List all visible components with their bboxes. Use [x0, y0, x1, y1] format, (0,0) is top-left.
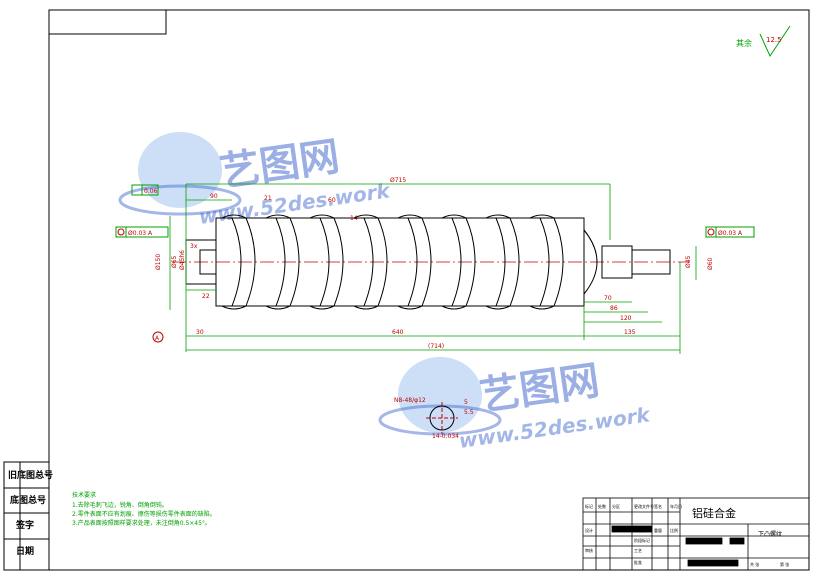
dim-right-dia2: Ø45: [685, 255, 692, 268]
tb-cell-13: 批准: [634, 559, 642, 565]
dim-right-70: 70: [604, 295, 612, 302]
side-label-3: 日期: [16, 545, 34, 557]
dim-right-86: 86: [610, 305, 618, 312]
dim-tooth: 14: [350, 215, 358, 222]
tb-cell-8: 阶段标记: [634, 537, 650, 543]
notes-line-2: 3.产品表面按照图样要求处理，未注倒角0.5×45°。: [72, 519, 211, 527]
tb-cell-12: 工艺: [634, 548, 642, 553]
side-label-column: 旧底图总号 底图总号 签字 日期: [3, 461, 53, 571]
runout-right: Ø0.03 A: [718, 230, 743, 237]
tb-cell-0: 标记: [585, 503, 593, 509]
side-label-1: 底图总号: [10, 494, 46, 506]
dim-right-end: 135: [624, 329, 636, 336]
notes-line-1: 2.零件表面不应有划痕、擦伤等损伤零件表面的缺陷。: [72, 510, 216, 518]
dim-top-21: 21: [264, 195, 272, 202]
side-label-2: 签字: [15, 519, 34, 531]
dim-right-120: 120: [620, 315, 632, 322]
tb-cell-1: 处数: [598, 503, 606, 509]
tb-cell-14: 共 张: [750, 561, 759, 567]
tb-cell-7: 标准化: [634, 527, 646, 533]
dim-left-dia: Ø150: [155, 254, 162, 270]
dim-pitch: 60: [328, 197, 336, 204]
dim-chamfer: 3x: [190, 243, 198, 250]
dim-top-90: 90: [210, 193, 218, 200]
tb-cell-6: 设计: [585, 527, 593, 533]
side-label-0: 旧底图总号: [8, 469, 53, 481]
shaft-drawing: [172, 214, 690, 310]
tb-cell-15: 第 张: [780, 561, 789, 567]
outer-frame: [48, 9, 810, 571]
dim-thread-length: 640: [392, 329, 404, 336]
tb-cell-4: 签名: [654, 503, 662, 509]
dim-overall: Ø715: [390, 177, 406, 184]
dim-total-length: (714): [428, 343, 444, 350]
tb-cell-2: 分区: [612, 503, 620, 509]
dim-right-dia: Ø60: [707, 257, 714, 270]
tb-cell-3: 更改文件号: [634, 503, 654, 509]
surface-finish-label: 其余: [736, 38, 752, 48]
dim-left-dia2: Ø65: [171, 255, 178, 268]
title-block: [582, 497, 810, 571]
notes-title: 技术要求: [72, 491, 96, 499]
material-label: 铝硅合金: [692, 506, 736, 520]
tb-cell-11: 审核: [585, 547, 593, 553]
technical-notes: 技术要求 1.去除毛刺飞边，锐角、倒角倒钝。 2.零件表面不应有划痕、擦伤等损伤…: [72, 491, 216, 527]
runout-left: Ø0.03 A: [128, 230, 153, 237]
surface-finish-symbol: 其余 12.5: [736, 25, 791, 58]
key-label: N8-48/φ12: [394, 397, 426, 404]
tolerance-frames: 0.06 Ø0.03 A Ø0.03 A A: [115, 184, 755, 343]
datum-label: A: [155, 335, 160, 342]
key-depth: 5: [464, 399, 468, 406]
dim-left-dia3: Ø45h6: [179, 250, 186, 270]
tb-cell-10: 比例: [670, 527, 678, 533]
notes-line-0: 1.去除毛刺飞边，锐角、倒角倒钝。: [72, 501, 168, 509]
screw-flights: [221, 214, 564, 310]
dimension-lines: [169, 183, 697, 354]
tb-cell-5: 年月日: [670, 503, 682, 509]
dim-left-collar: 22: [202, 293, 210, 300]
corner-box: [48, 9, 167, 35]
title-block-cells: 标记 处数 分区 更改文件号 签名 年月日 设计 标准化 阶段标记 重量 比例 …: [585, 503, 789, 567]
surface-finish-value: 12.5: [766, 36, 782, 44]
flatness-value: 0.06: [144, 188, 158, 195]
dimension-texts: Ø715 90 21 60 14 640 (714) 30 22 135 70 …: [155, 177, 714, 350]
key-len: 5.5: [464, 409, 474, 416]
keyway-detail: N8-48/φ12 14-0.034 5 5.5: [394, 397, 474, 440]
part-name-label: 下凸螺纹: [758, 530, 782, 538]
watermark-bottom: 艺图网 www.52des.work: [378, 357, 653, 453]
key-width: 14-0.034: [432, 433, 459, 440]
tb-cell-9: 重量: [654, 527, 662, 533]
dim-left-step: 30: [196, 329, 204, 336]
